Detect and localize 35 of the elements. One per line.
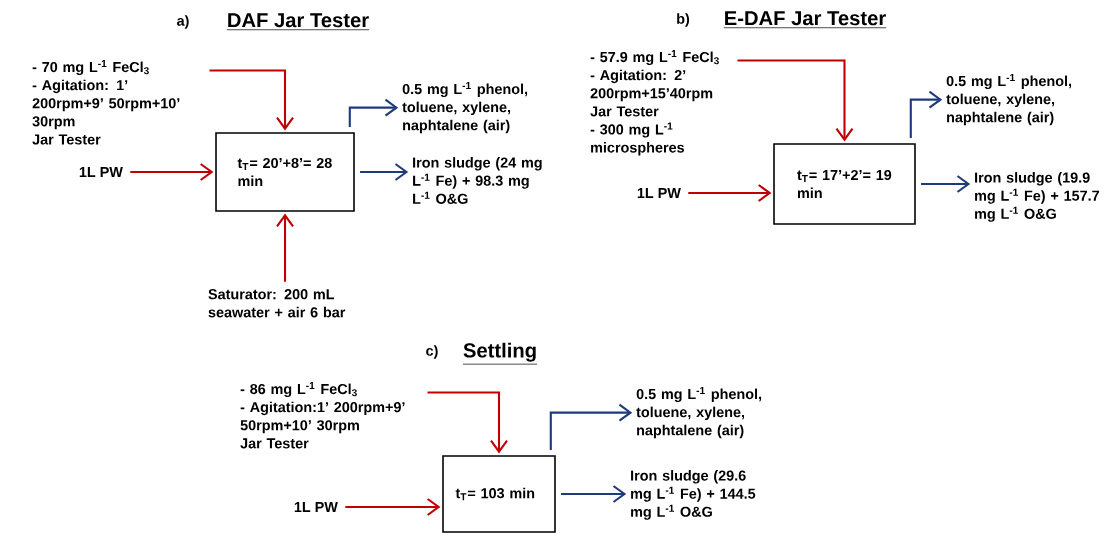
arrow [921,175,971,193]
panel-title: DAF Jar Tester [226,13,370,31]
arrow [561,485,627,503]
stream-text: - 70 mg L$^{-1}$ FeCl$_{3}$ - Agitation: 1’ 200rpm+9’ 50rpm+10’ 30rpm Jar Tester [32,60,180,145]
stream-text: 1L PW [294,502,338,512]
arrow [276,213,294,282]
arrow [360,163,409,181]
stream-text: 1L PW [637,188,681,198]
stream-text: 1L PW [79,167,123,177]
stream-text: Iron sludge (19.9 mg L$^{-1}$ Fe) + 157.7 mg L$^{-1}$ O&G [975,172,1100,222]
panel-title: E-DAF Jar Tester [723,11,887,29]
arrow [348,98,399,127]
panel-letter: a) [177,15,189,29]
arrow [909,90,943,138]
panel-letter: b) [677,13,690,27]
stream-text: - 86 mg L$^{-1}$ FeCl$_{3}$ - Agitation:1’ 200rpm+9’ 50rpm+10’ 30rpm Jar Tester [240,382,405,449]
panel-letter: c) [426,345,438,359]
stream-text: 0.5 mg L$^{-1}$ phenol, toluene, xylene, naphtalene (air) [402,82,528,134]
arrow [549,403,633,450]
process-box: t$_{T}$= 17’+2’= 19 min [773,143,916,225]
arrow [737,59,854,142]
stream-text: 0.5 mg L$^{-1}$ phenol, toluene, xylene, naphtalene (air) [946,74,1072,126]
arrow [345,498,441,516]
panel-title: Settling [462,342,538,365]
process-box: t$_{T}$= 103 min [442,455,556,533]
stream-text: Iron sludge (24 mg L$^{-1}$ Fe) + 98.3 mg L$^{-1}$ O&G [413,157,542,204]
stream-text: 0.5 mg L$^{-1}$ phenol, toluene, xylene, naphtalene (air) [636,387,762,439]
arrow [688,184,772,202]
arrow [130,163,214,181]
stream-text: - 57.9 mg L$^{-1}$ FeCl$_{3}$ - Agitation: 2’ 200rpm+15’40rpm Jar Tester - 300 mg L$^{-1}$ microspheres [590,50,719,156]
arrow [209,69,294,131]
stream-text: Iron sludge (29.6 mg L$^{-1}$ Fe) + 144.5 mg L$^{-1}$ O&G [631,470,756,520]
arrow [427,391,508,454]
stream-text: Saturator: 200 mL seawater + air 6 bar [208,289,346,318]
process-box: t$_{T}$= 20’+8’= 28 min [215,132,355,212]
